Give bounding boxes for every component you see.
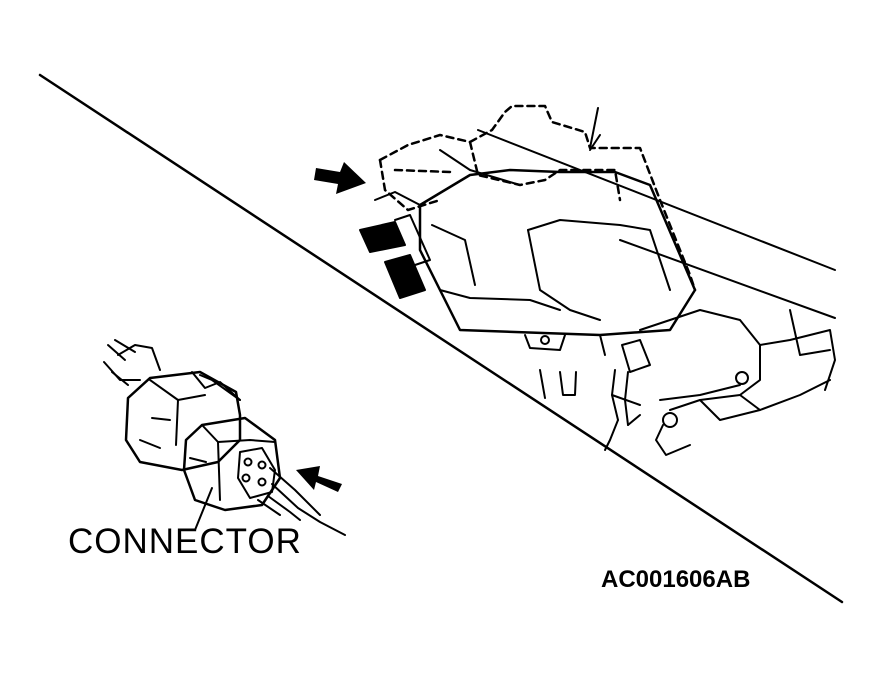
figure-code-label: AC001606AB (601, 566, 751, 593)
arrow-pointer-icon (296, 466, 342, 492)
connector-label: CONNECTOR (68, 522, 302, 561)
connector-illustration (103, 339, 346, 536)
instrument-panel-illustration (359, 104, 836, 456)
arrow-pointer-icon (314, 162, 366, 194)
separator-line (38, 73, 844, 604)
